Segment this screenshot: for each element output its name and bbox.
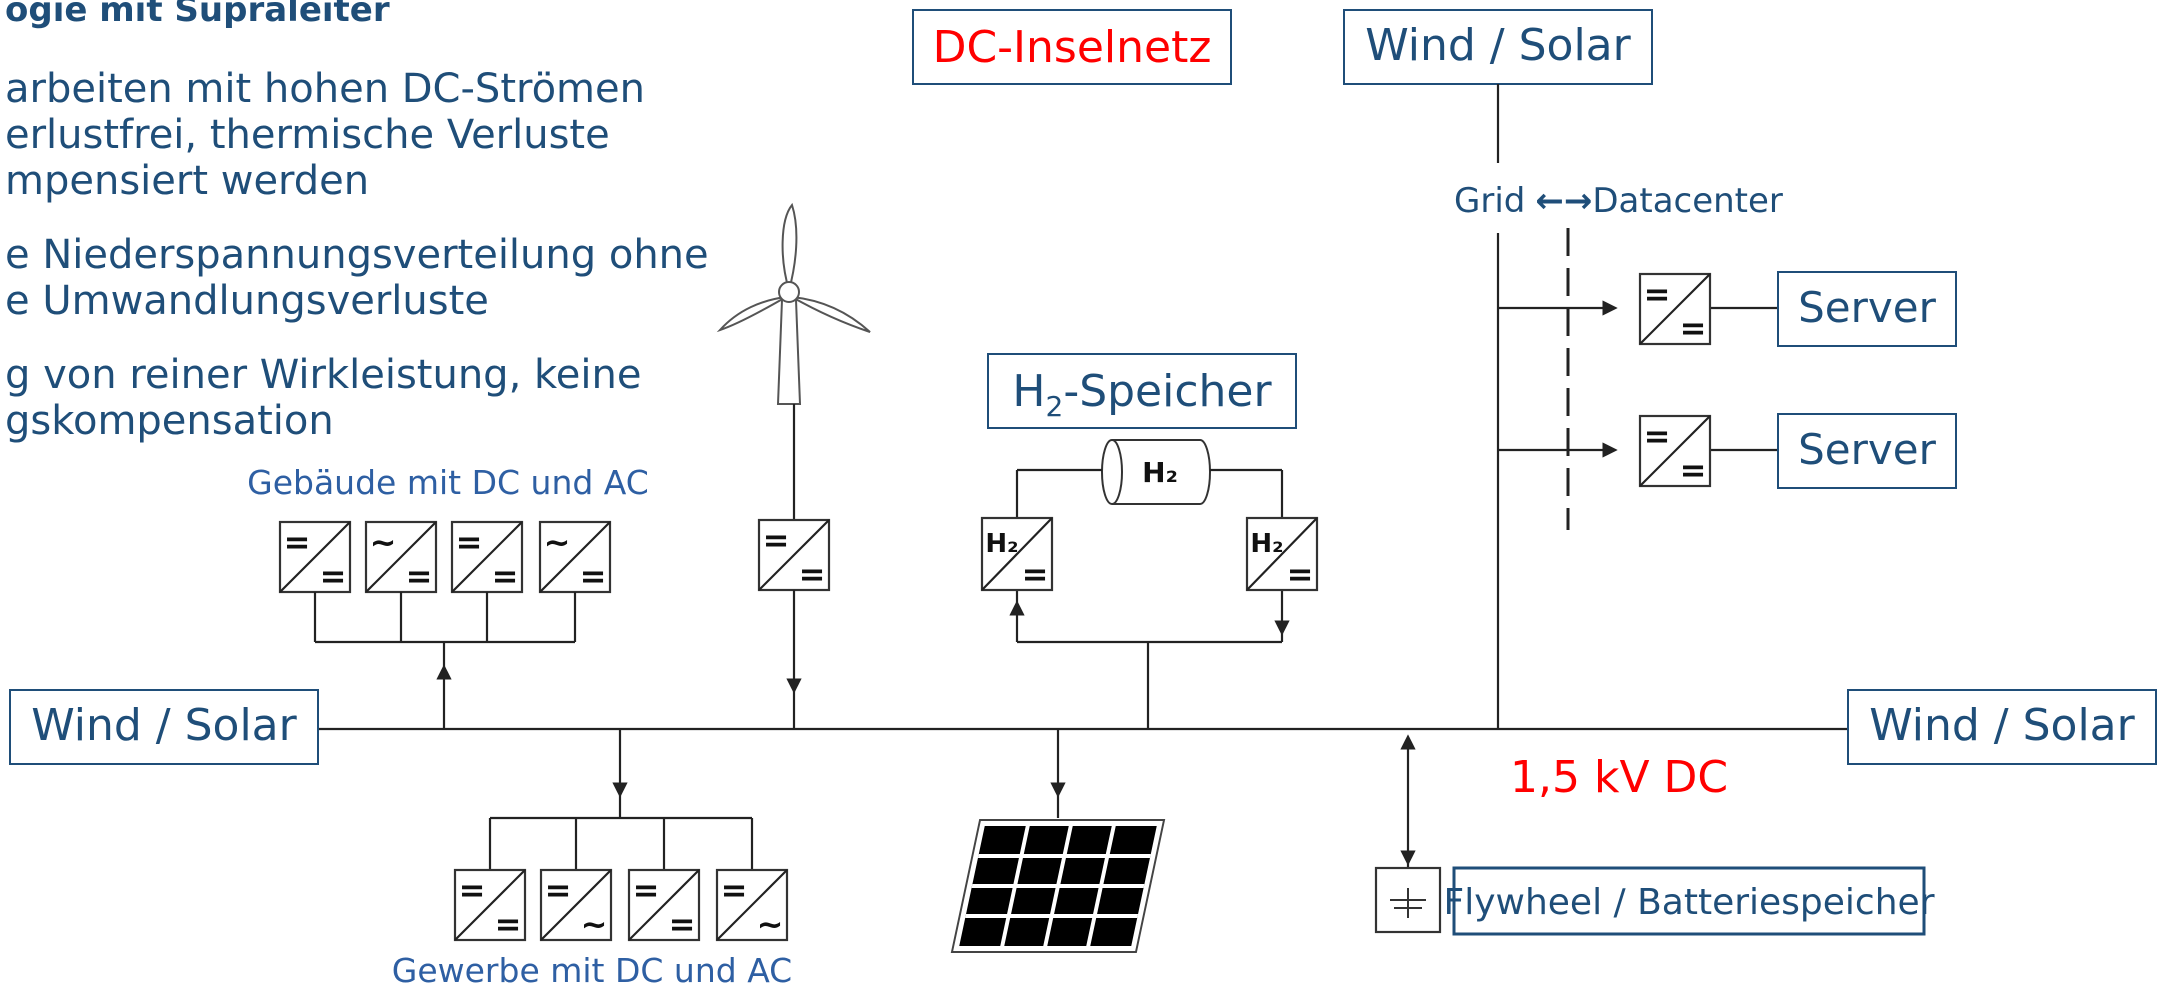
svg-text:~: ~ bbox=[757, 905, 784, 943]
svg-text:=: = bbox=[763, 521, 790, 559]
converter-ac-dc: ~ = bbox=[364, 520, 438, 595]
wind-converter: = = bbox=[757, 404, 831, 729]
wind-solar-left-box: Wind / Solar bbox=[9, 689, 319, 765]
h2-title-rest: -Speicher bbox=[1063, 366, 1272, 417]
svg-text:=: = bbox=[492, 557, 519, 595]
server-box-1: Server bbox=[1777, 271, 1957, 347]
bullet-line-2: erlustfrei, thermische Verluste bbox=[5, 112, 610, 158]
bullet-line-1: arbeiten mit hohen DC-Strömen bbox=[5, 66, 645, 112]
bullet-list: ogie mit Supraleiter arbeiten mit hohen … bbox=[5, 0, 709, 444]
datacenter-label: Datacenter bbox=[1592, 181, 1783, 221]
bullet-heading: ogie mit Supraleiter bbox=[5, 0, 390, 30]
server-converter-1: = = bbox=[1638, 272, 1712, 347]
voltage-label: 1,5 kV DC bbox=[1510, 752, 1728, 803]
gewerbe-label: Gewerbe mit DC und AC bbox=[392, 951, 792, 989]
converter-dc-ac: = ~ bbox=[539, 868, 613, 943]
bullet-line-5: e Umwandlungsverluste bbox=[5, 278, 489, 324]
converter-dc-dc: = = bbox=[627, 868, 701, 943]
wind-solar-right-label: Wind / Solar bbox=[1869, 700, 2135, 751]
wind-turbine-icon bbox=[716, 202, 871, 405]
flywheel-label: Flywheel / Batteriespeicher bbox=[1444, 882, 1935, 923]
svg-text:=: = bbox=[320, 557, 347, 595]
svg-text:=: = bbox=[633, 871, 660, 909]
h2-title-main: H bbox=[1012, 366, 1045, 417]
inselnetz-label: DC-Inselnetz bbox=[933, 22, 1212, 73]
converter-dc-dc: = = bbox=[450, 520, 524, 595]
converter-dc-dc: = = bbox=[453, 868, 527, 943]
server-2-label: Server bbox=[1798, 425, 1936, 474]
grid-label: Grid bbox=[1454, 181, 1525, 221]
h2-speicher-title: H2-Speicher bbox=[987, 353, 1297, 429]
svg-text:=: = bbox=[495, 905, 522, 943]
h2-wiring bbox=[1009, 468, 1290, 729]
gebaeude-label: Gebäude mit DC und AC bbox=[247, 463, 649, 502]
electrolyzer-converter: H₂ = bbox=[980, 516, 1054, 593]
wind-solar-top-label: Wind / Solar bbox=[1365, 20, 1631, 71]
battery-icon bbox=[1374, 866, 1442, 934]
converter-ac-dc: ~ = bbox=[538, 520, 612, 595]
gewerbe-wiring bbox=[488, 729, 754, 870]
server-1-label: Server bbox=[1798, 283, 1936, 332]
svg-text:H₂: H₂ bbox=[985, 529, 1018, 559]
svg-text:~: ~ bbox=[544, 523, 571, 561]
server-converter-2: = = bbox=[1638, 414, 1712, 489]
converter-dc-ac: = ~ bbox=[715, 868, 789, 943]
svg-text:=: = bbox=[1680, 451, 1707, 489]
svg-text:H₂: H₂ bbox=[1250, 529, 1283, 559]
bullet-line-7: gskompensation bbox=[5, 398, 334, 444]
gebaeude-converters: = = ~ = = = ~ = bbox=[278, 520, 612, 595]
gebaeude-wiring bbox=[313, 592, 577, 729]
svg-text:=: = bbox=[580, 557, 607, 595]
converter-dc-dc: = = bbox=[278, 520, 352, 595]
gewerbe-converters: = = = ~ = = = ~ bbox=[453, 868, 789, 943]
svg-text:=: = bbox=[284, 523, 311, 561]
svg-text:=: = bbox=[459, 871, 486, 909]
h2-tank-label: H₂ bbox=[1142, 456, 1178, 489]
wind-solar-left-label: Wind / Solar bbox=[31, 700, 297, 751]
bullet-line-6: g von reiner Wirkleistung, keine bbox=[5, 352, 641, 398]
svg-text:H2-Speicher: H2-Speicher bbox=[1012, 366, 1272, 423]
svg-text:~: ~ bbox=[370, 523, 397, 561]
wind-solar-right-box: Wind / Solar bbox=[1847, 689, 2157, 765]
svg-text:=: = bbox=[456, 523, 483, 561]
svg-text:~: ~ bbox=[581, 905, 608, 943]
svg-text:=: = bbox=[1022, 555, 1049, 593]
server-box-2: Server bbox=[1777, 413, 1957, 489]
bullet-line-3: mpensiert werden bbox=[5, 158, 369, 204]
grid-datacenter-label: Grid←→Datacenter bbox=[1454, 181, 1783, 221]
svg-text:=: = bbox=[799, 555, 826, 593]
svg-text:=: = bbox=[1644, 275, 1671, 313]
flywheel-box: Flywheel / Batteriespeicher bbox=[1444, 866, 1935, 936]
svg-text:=: = bbox=[721, 871, 748, 909]
fuelcell-converter: H₂ = bbox=[1245, 516, 1319, 593]
solar-panel-icon bbox=[950, 729, 1166, 953]
h2-title-sub: 2 bbox=[1045, 390, 1063, 423]
inselnetz-title: DC-Inselnetz bbox=[912, 9, 1232, 85]
svg-text:=: = bbox=[1644, 417, 1671, 455]
bullet-line-4: e Niederspannungsverteilung ohne bbox=[5, 232, 709, 278]
bidirectional-arrow-icon: ←→ bbox=[1535, 181, 1592, 221]
h2-tank-icon: H₂ bbox=[1101, 439, 1211, 505]
wind-solar-top-box: Wind / Solar bbox=[1343, 9, 1653, 85]
svg-text:=: = bbox=[545, 871, 572, 909]
svg-text:=: = bbox=[1680, 309, 1707, 347]
svg-text:=: = bbox=[406, 557, 433, 595]
datacenter-wiring bbox=[1496, 84, 1778, 729]
svg-text:=: = bbox=[1287, 555, 1314, 593]
svg-text:=: = bbox=[669, 905, 696, 943]
